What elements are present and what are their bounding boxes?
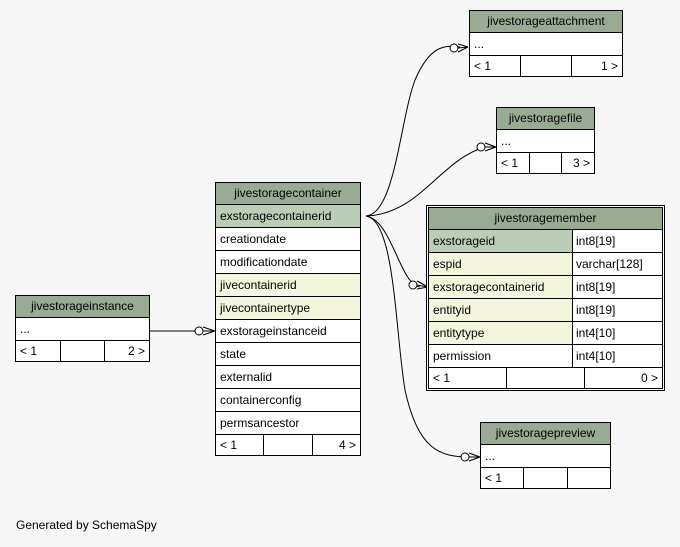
table-row: modificationdate <box>216 251 360 274</box>
table-jivestoragecontainer[interactable]: jivestoragecontainer exstoragecontaineri… <box>215 182 361 456</box>
zero-marker <box>460 452 470 462</box>
edge-container-member <box>365 215 421 288</box>
table-row: creationdate <box>216 228 360 251</box>
edge-container-attachment <box>365 45 461 217</box>
zero-marker <box>476 142 486 152</box>
table-row: ... <box>470 33 622 56</box>
table-row: jivecontainerid <box>216 274 360 297</box>
table-header: jivestoragecontainer <box>216 183 360 205</box>
table-header: jivestoragefile <box>497 108 594 130</box>
crowfoot-marker <box>484 142 497 152</box>
edge-container-preview <box>365 215 471 458</box>
edge-container-file <box>365 146 486 217</box>
table-row: exstoragecontainerid <box>216 205 360 228</box>
table-row: externalid <box>216 366 360 389</box>
zero-marker <box>449 43 459 53</box>
table-footer: < 1 <box>481 468 610 488</box>
table-header: jivestoragemember <box>429 208 662 230</box>
crowfoot-marker <box>457 43 469 53</box>
table-row: ... <box>481 445 610 468</box>
table-row: permsancestor <box>216 412 360 435</box>
table-row: jivecontainertype <box>216 297 360 320</box>
table-row: ... <box>497 130 594 153</box>
generated-by-caption: Generated by SchemaSpy <box>16 518 157 532</box>
table-jivestoragepreview[interactable]: jivestoragepreview ... < 1 <box>480 422 611 489</box>
table-row: state <box>216 343 360 366</box>
crowfoot-marker <box>468 452 481 462</box>
table-header: jivestorageinstance <box>16 296 149 318</box>
table-row: ... <box>16 318 149 341</box>
table-row: containerconfig <box>216 389 360 412</box>
table-row: exstorageinstanceid <box>216 320 360 343</box>
crowfoot-marker <box>202 326 216 336</box>
zero-marker <box>408 280 418 290</box>
zero-marker <box>194 326 204 336</box>
table-header: jivestorageattachment <box>470 11 622 33</box>
table-header: jivestoragepreview <box>481 423 610 445</box>
